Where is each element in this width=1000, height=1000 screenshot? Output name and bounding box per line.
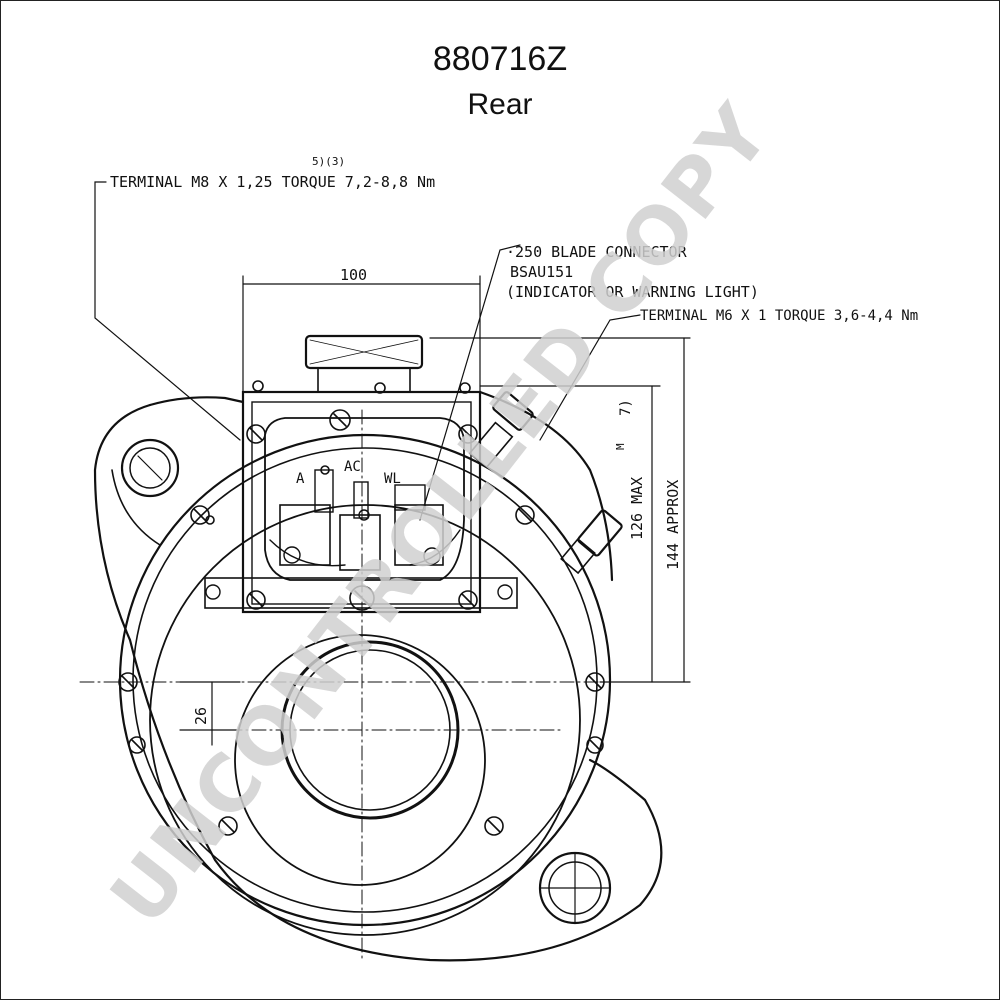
terminal-label-wl: WL — [384, 471, 401, 487]
side-terminal-upper — [468, 391, 534, 469]
terminal-main-note: 5)(3) — [312, 155, 345, 168]
part-number-title: 880716Z — [432, 40, 568, 78]
dimension-126-value: 126 MAX — [628, 477, 646, 540]
mounting-ear-bottom-right — [538, 851, 612, 925]
dimension-100-value: 100 — [340, 266, 367, 284]
terminal-small-label: TERMINAL M6 X 1 TORQUE 3,6-4,4 Nm — [640, 308, 918, 324]
view-subtitle: Rear — [467, 88, 533, 121]
dimension-100-lines — [242, 275, 481, 393]
blade-connector-line2: BSAU151 — [510, 263, 573, 281]
regulator-box — [204, 390, 518, 614]
dimension-126-note: M — [614, 443, 627, 450]
terminal-label-ac: AC — [344, 459, 361, 475]
terminal-label-a: A — [296, 471, 305, 487]
side-terminal-lower — [560, 509, 623, 575]
dimension-26-value: 26 — [192, 707, 210, 725]
blade-connector-line3: (INDICATOR OR WARNING LIGHT) — [506, 283, 759, 301]
note-7: 7) — [618, 399, 634, 416]
top-knurled-terminal — [304, 334, 424, 393]
mounting-ear-top-left — [120, 438, 180, 498]
main-body — [118, 433, 612, 936]
leader-lines — [94, 181, 641, 521]
terminal-main-label: TERMINAL M8 X 1,25 TORQUE 7,2-8,8 Nm — [110, 173, 435, 191]
dimension-26-lines — [179, 681, 241, 746]
annotation-texts: TERMINAL M8 X 1,25 TORQUE 7,2-8,8 Nm 5)(… — [110, 155, 918, 725]
dimension-144-value: 144 APPROX — [664, 480, 682, 570]
blade-connector-line1: ·250 BLADE CONNECTOR — [506, 243, 688, 261]
